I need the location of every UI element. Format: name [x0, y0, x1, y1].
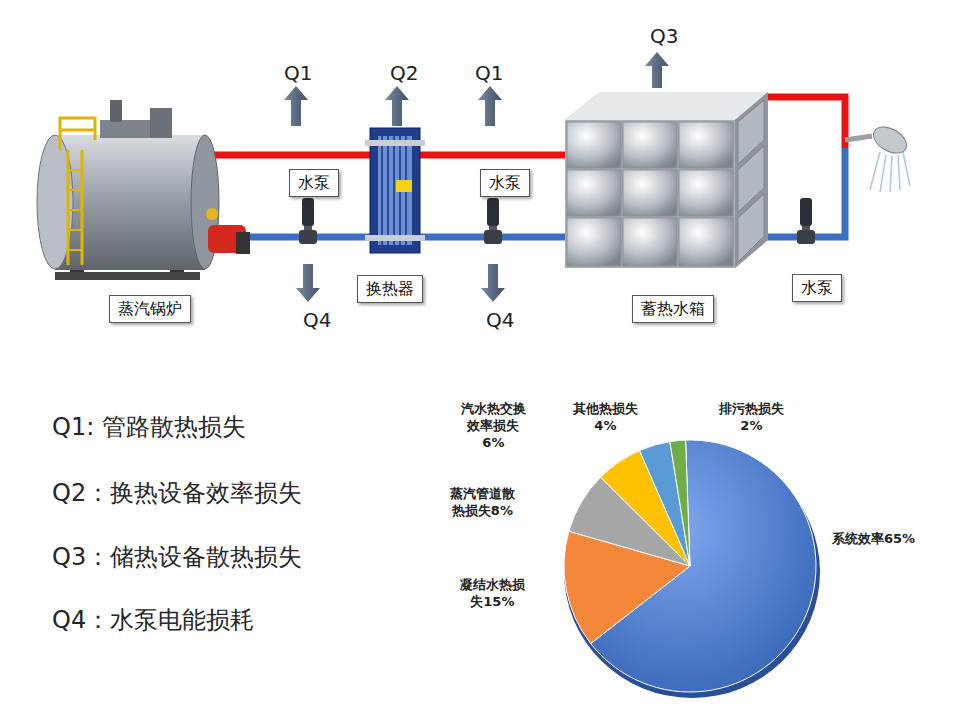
plate-heat-exchanger	[365, 128, 425, 253]
loss-legend-line: Q4：水泵电能损耗	[52, 605, 254, 635]
loss-tag: Q4	[486, 308, 514, 332]
slice-label: 凝结水热损 失15%	[456, 576, 529, 610]
slice-label: 蒸汽管道散 热损失8%	[446, 485, 519, 519]
box-label: 蒸汽锅炉	[118, 299, 182, 318]
label-box: 蓄热水箱	[632, 295, 714, 323]
slice-label: 其他热损失 4%	[569, 400, 642, 434]
label-box: 水泵	[289, 169, 339, 197]
shower-head	[845, 121, 911, 192]
loss-tag: Q3	[650, 24, 678, 48]
loss-legend-line: Q2：换热设备效率损失	[52, 478, 302, 508]
loss-tag: Q2	[390, 61, 418, 85]
box-label: 水泵	[298, 173, 330, 192]
loss-tag: Q1	[475, 61, 503, 85]
loss-legend-line: Q3：储热设备散热损失	[52, 542, 302, 572]
label-box: 换热器	[357, 275, 423, 303]
box-label: 换热器	[366, 279, 414, 298]
loss-arrows	[284, 52, 669, 302]
label-box: 水泵	[792, 274, 842, 302]
loss-tag: Q1	[284, 61, 312, 85]
pie-chart	[564, 440, 820, 698]
box-label: 水泵	[489, 173, 521, 192]
slice-label: 汽水热交换 效率损失6%	[457, 400, 530, 451]
loss-legend-line: Q1: 管路散热损失	[52, 412, 246, 442]
box-label: 水泵	[801, 278, 833, 297]
heat-storage-tank	[565, 92, 768, 268]
label-box: 蒸汽锅炉	[109, 295, 191, 323]
pie-slice	[670, 440, 690, 566]
loss-tag: Q4	[303, 308, 331, 332]
slice-label: 系统效率65%	[832, 530, 915, 547]
label-box: 水泵	[480, 169, 530, 197]
slice-label: 排污热损失 2%	[715, 400, 788, 434]
steam-boiler	[37, 100, 250, 280]
box-label: 蓄热水箱	[641, 299, 705, 318]
